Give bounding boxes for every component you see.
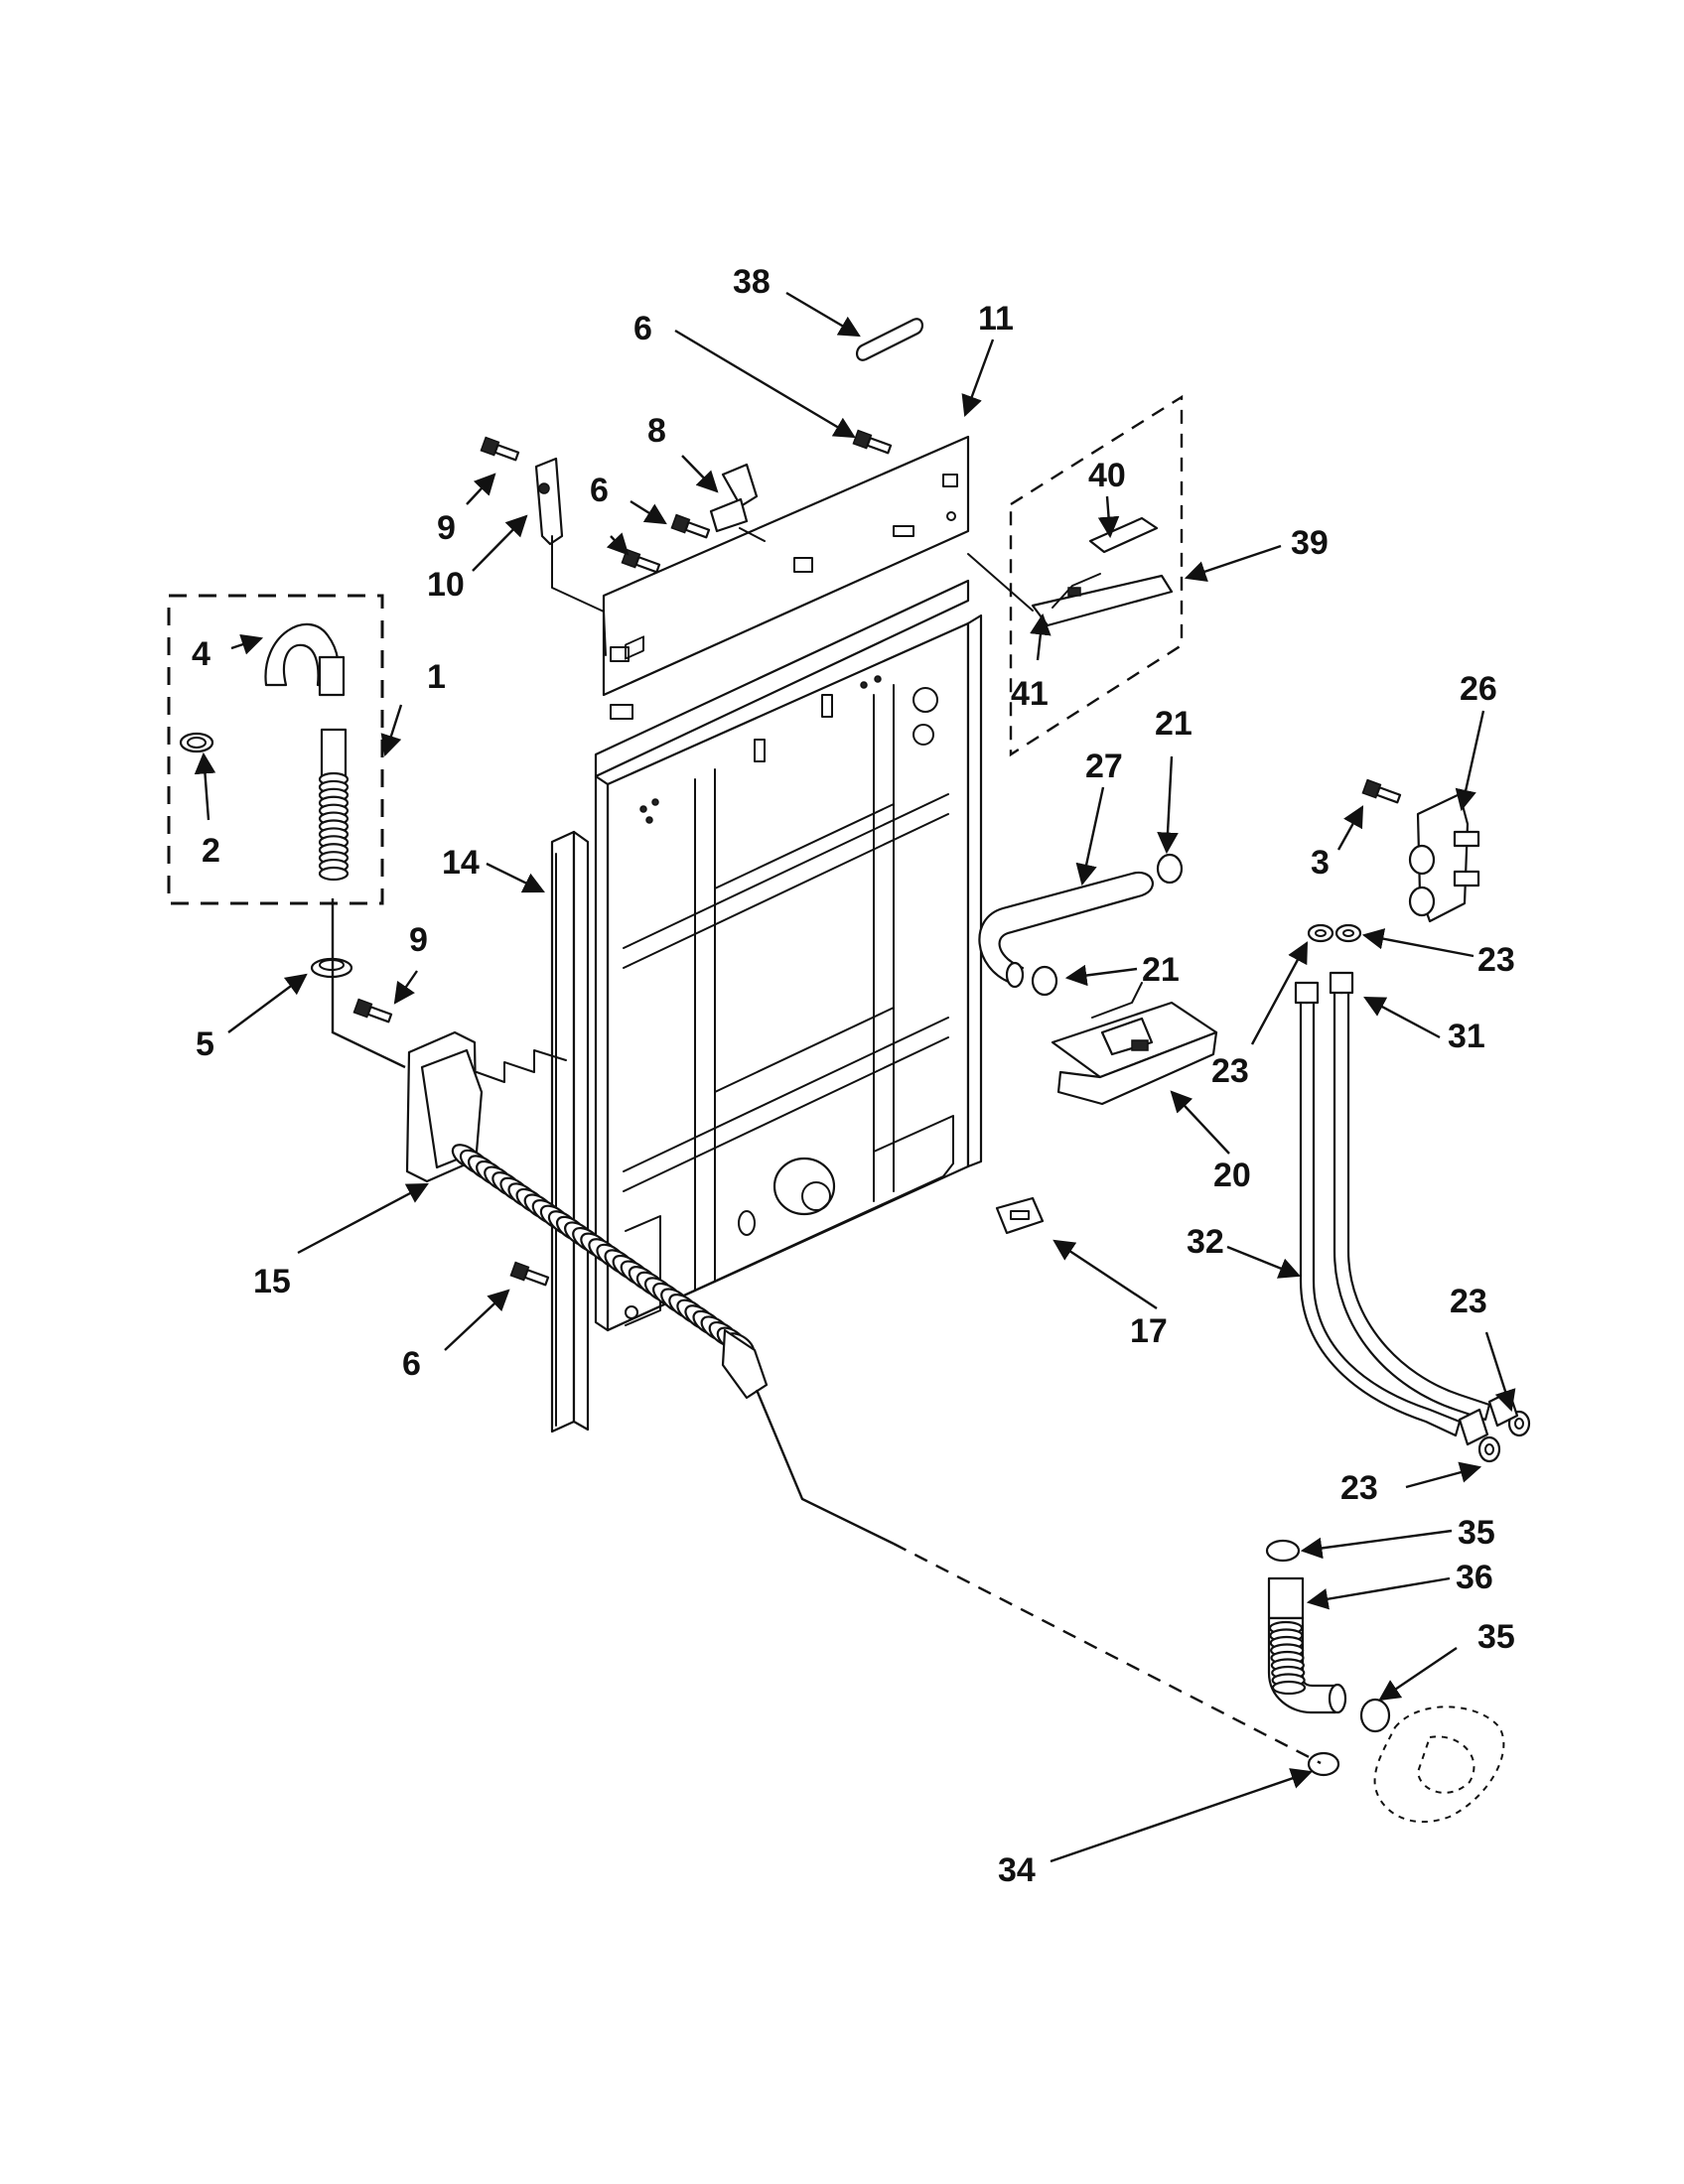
callout-8: 8: [647, 412, 666, 450]
callout-9: 9: [437, 509, 456, 547]
callout-23: 23: [1340, 1469, 1378, 1507]
drain-hose-assembly: [405, 1030, 769, 1400]
side-bracket: [550, 830, 590, 1433]
top-clip: [856, 318, 923, 361]
inlet-hose: [978, 871, 1154, 989]
corrugated-drain-hose: [1268, 1620, 1307, 1696]
callout-9: 9: [409, 921, 428, 959]
callout-14: 14: [442, 844, 480, 882]
callout-40: 40: [1088, 457, 1126, 494]
callout-23: 23: [1477, 941, 1515, 979]
callout-36: 36: [1456, 1559, 1493, 1596]
washers: [1307, 923, 1531, 1463]
callout-21: 21: [1155, 705, 1193, 743]
hose-clamps: [1031, 853, 1184, 997]
callout-3: 3: [1311, 844, 1330, 882]
rear-panel: [594, 435, 983, 1332]
callout-10: 10: [427, 566, 465, 604]
callout-21: 21: [1142, 951, 1180, 989]
callout-35: 35: [1477, 1618, 1515, 1656]
callout-1: 1: [427, 658, 446, 696]
callout-35: 35: [1458, 1514, 1495, 1552]
callout-6: 6: [402, 1345, 421, 1383]
mounting-block: [1051, 982, 1218, 1106]
access-plug: [995, 1196, 1045, 1235]
callout-11: 11: [978, 300, 1014, 338]
bracket-kit: [967, 394, 1184, 757]
callout-labels: 38 11 6 8 6 9 10 40 39 41 4 1 2 14 9 5 1…: [192, 263, 1515, 1889]
water-valve: [1408, 792, 1480, 923]
callout-41: 41: [1011, 675, 1049, 713]
callout-4: 4: [192, 635, 210, 673]
callout-23: 23: [1211, 1052, 1249, 1090]
callout-20: 20: [1213, 1157, 1251, 1194]
callout-34: 34: [998, 1851, 1036, 1889]
callout-26: 26: [1460, 670, 1497, 708]
callout-15: 15: [253, 1263, 291, 1300]
callout-39: 39: [1291, 524, 1329, 562]
clip: [709, 463, 766, 542]
callout-2: 2: [202, 832, 220, 870]
callout-23: 23: [1450, 1283, 1487, 1320]
leader-arrows: [194, 291, 1516, 1863]
callout-38: 38: [733, 263, 771, 301]
callout-6: 6: [590, 472, 609, 509]
callout-27: 27: [1085, 748, 1123, 785]
callout-31: 31: [1448, 1018, 1485, 1055]
callout-6: 6: [633, 310, 652, 347]
callout-17: 17: [1130, 1312, 1168, 1350]
latch: [534, 457, 607, 656]
callout-32: 32: [1187, 1223, 1224, 1261]
callout-5: 5: [196, 1025, 214, 1063]
